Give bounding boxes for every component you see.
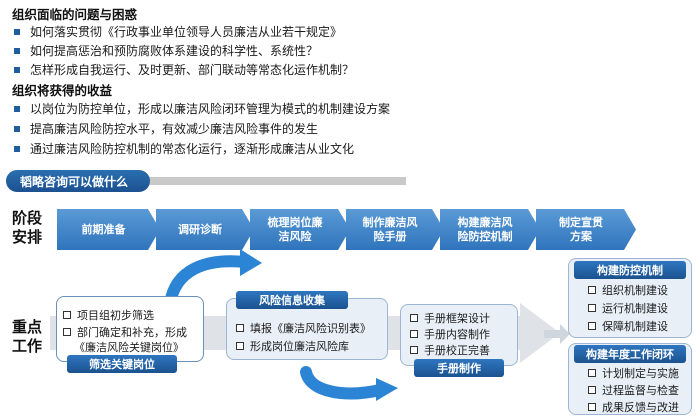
control-item: 组织机制建设: [588, 282, 668, 298]
screening-item-continued: 《廉洁风险关键岗位》: [74, 342, 184, 354]
risk-info-tab: 风险信息收集: [236, 291, 348, 309]
gain-item: 以岗位为防控单位，形成以廉洁风险闭环管理为模式的机制建设方案: [14, 100, 390, 117]
manual-item: 手册框架设计: [410, 310, 490, 326]
checkbox-icon: [588, 369, 596, 377]
phase-manual: 制作廉洁风险手册: [346, 209, 444, 250]
problem-item: 如何落实贯彻《行政事业单位领导人员廉洁从业若干规定》: [14, 23, 342, 40]
bullet-square-icon: [14, 66, 20, 73]
annual-item: 计划制定与实施: [588, 365, 679, 381]
risk-info-item: 形成岗位廉洁风险库: [236, 338, 349, 354]
checkbox-icon: [236, 342, 244, 350]
manual-item: 手册校正完善: [410, 342, 490, 358]
checkbox-icon: [588, 403, 596, 411]
bullet-square-icon: [14, 28, 20, 35]
problem-item: 怎样形成自我运行、及时更新、部门联动等常态化运作机制？: [14, 61, 354, 78]
checkbox-icon: [588, 286, 596, 294]
gain-item: 提高廉洁风险防控水平，有效减少廉洁风险事件的发生: [14, 120, 318, 137]
checkbox-icon: [588, 322, 596, 330]
bullet-square-icon: [14, 47, 20, 54]
screening-tab: 筛选关键岗位: [67, 355, 177, 373]
annual-item: 成果反馈与改进: [588, 399, 679, 415]
checkbox-icon: [588, 304, 596, 312]
bullet-square-icon: [14, 125, 20, 132]
control-item: 保障机制建设: [588, 318, 668, 334]
screening-item: 部门确定和补充，形成: [63, 324, 187, 340]
control-item: 运行机制建设: [588, 300, 668, 316]
checkbox-icon: [63, 311, 71, 319]
checkbox-icon: [410, 330, 418, 338]
screening-item: 项目组初步筛选: [63, 307, 154, 323]
phase-control: 构建廉洁风险防控机制: [440, 209, 540, 250]
manual-item: 手册内容制作: [410, 326, 490, 342]
checkbox-icon: [588, 386, 596, 394]
annual-item: 过程监督与检查: [588, 382, 679, 398]
phase-research: 调研诊断: [156, 209, 254, 250]
banner-divider: [140, 177, 406, 185]
annual-tab: 构建年度工作闭环: [574, 345, 686, 363]
problems-title: 组织面临的问题与困惑: [12, 8, 138, 22]
work-label: 重点工作: [12, 319, 43, 355]
checkbox-icon: [63, 328, 71, 336]
bullet-square-icon: [14, 105, 20, 112]
checkbox-icon: [236, 324, 244, 332]
control-tab: 构建防控机制: [574, 261, 686, 279]
manual-panel: [400, 304, 518, 366]
bullet-square-icon: [14, 145, 20, 152]
phase-preparation: 前期准备: [57, 209, 160, 250]
problem-item: 如何提高惩治和预防腐败体系建设的科学性、系统性？: [14, 42, 318, 59]
manual-tab: 手册制作: [414, 359, 504, 377]
section-banner: 韬略咨询可以做什么: [6, 170, 150, 192]
screening-panel: [56, 296, 204, 362]
phase-promotion: 制定宣贯方案: [536, 209, 636, 250]
stage-label: 阶段安排: [12, 210, 43, 246]
checkbox-icon: [410, 314, 418, 322]
risk-info-item: 填报《廉洁风险识别表》: [236, 320, 371, 336]
gains-title: 组织将获得的收益: [12, 84, 113, 98]
checkbox-icon: [410, 346, 418, 354]
gain-item: 通过廉洁风险防控机制的常态化运行，逐渐形成廉洁从业文化: [14, 140, 354, 157]
phase-sort-risk: 梳理岗位廉洁风险: [250, 209, 350, 250]
